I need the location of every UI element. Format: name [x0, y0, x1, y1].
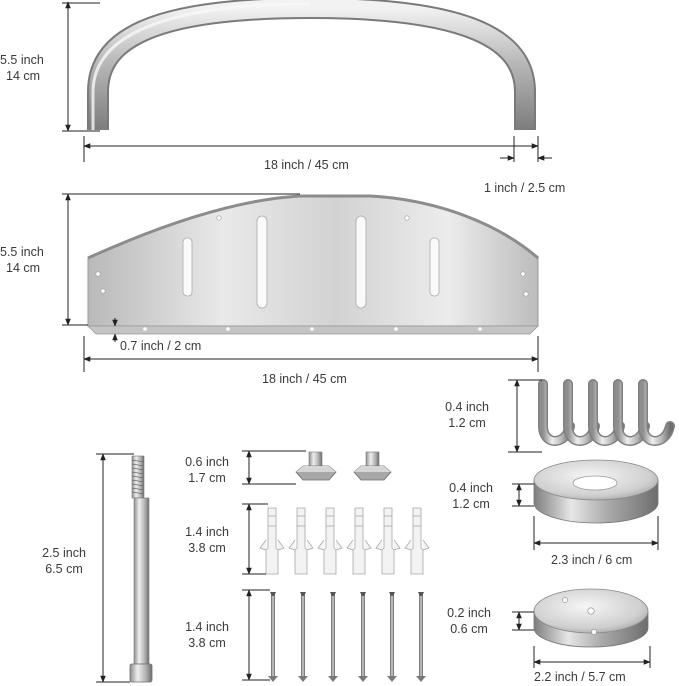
towel-bar-handle	[87, 0, 536, 130]
base-height-in: 0.2 inch	[447, 606, 491, 620]
flange-height-cm: 1.2 cm	[452, 497, 490, 511]
wall-anchor	[259, 507, 285, 575]
screw	[268, 592, 278, 682]
screw	[328, 592, 338, 682]
drain-slot	[182, 237, 193, 297]
hook	[638, 379, 675, 446]
rod-dimensions	[96, 453, 134, 683]
screw	[387, 592, 397, 682]
nut-height-cm: 1.7 cm	[188, 471, 226, 485]
screw	[298, 592, 308, 682]
anchor-length-cm: 3.8 cm	[188, 541, 226, 555]
handle-tube-label: 1 inch / 2.5 cm	[484, 181, 566, 195]
wall-anchors	[259, 507, 430, 575]
rod-length-in: 2.5 inch	[42, 546, 86, 560]
drain-slot	[429, 237, 440, 297]
screw-length-in: 1.4 inch	[185, 620, 229, 634]
shelf-width-label: 18 inch / 45 cm	[262, 372, 347, 386]
drain-slot	[355, 215, 367, 309]
hex-bolt	[295, 451, 337, 481]
hook-height-in: 0.4 inch	[445, 400, 489, 414]
shelf-height-in: 5.5 inch	[0, 245, 44, 259]
flange-diameter-label: 2.3 inch / 6 cm	[551, 553, 633, 567]
handle-height-cm: 14 cm	[6, 69, 41, 83]
flange	[533, 459, 659, 524]
wall-anchor	[375, 507, 401, 575]
nut-height-in: 0.6 inch	[185, 455, 229, 469]
shelf-height-cm: 14 cm	[6, 261, 41, 275]
shelf-lip-label: 0.7 inch / 2 cm	[120, 339, 202, 353]
screw-dimensions	[242, 589, 270, 681]
screw	[416, 592, 426, 682]
drain-slot	[256, 215, 268, 309]
screw-length-cm: 3.8 cm	[188, 636, 226, 650]
rod-length-cm: 6.5 cm	[45, 562, 83, 576]
wall-anchor	[317, 507, 343, 575]
hook-height-cm: 1.2 cm	[448, 416, 486, 430]
base-plate	[533, 588, 649, 648]
flange-dimensions	[512, 483, 659, 550]
s-hooks	[538, 379, 675, 446]
handle-width-label: 18 inch / 45 cm	[264, 158, 349, 172]
wall-anchor	[404, 507, 430, 575]
base-diameter-label: 2.2 inch / 5.7 cm	[534, 670, 626, 684]
anchor-length-in: 1.4 inch	[185, 525, 229, 539]
wall-anchor	[346, 507, 372, 575]
screw	[358, 592, 368, 682]
flange-height-in: 0.4 inch	[449, 481, 493, 495]
hook-dimensions	[508, 379, 542, 453]
hex-bolt	[353, 451, 392, 481]
hex-bolts	[295, 451, 392, 481]
base-plate-dimensions	[512, 611, 651, 668]
shelf-dimensions	[62, 193, 539, 372]
nut-dimensions	[242, 450, 306, 485]
handle-dimensions	[62, 1, 552, 162]
threaded-rod	[129, 455, 153, 683]
screws	[268, 592, 426, 682]
wall-anchor	[288, 507, 314, 575]
shelf-plate	[87, 194, 539, 335]
handle-height-in: 5.5 inch	[0, 53, 44, 67]
base-height-cm: 0.6 cm	[450, 622, 488, 636]
anchor-dimensions	[242, 503, 268, 575]
